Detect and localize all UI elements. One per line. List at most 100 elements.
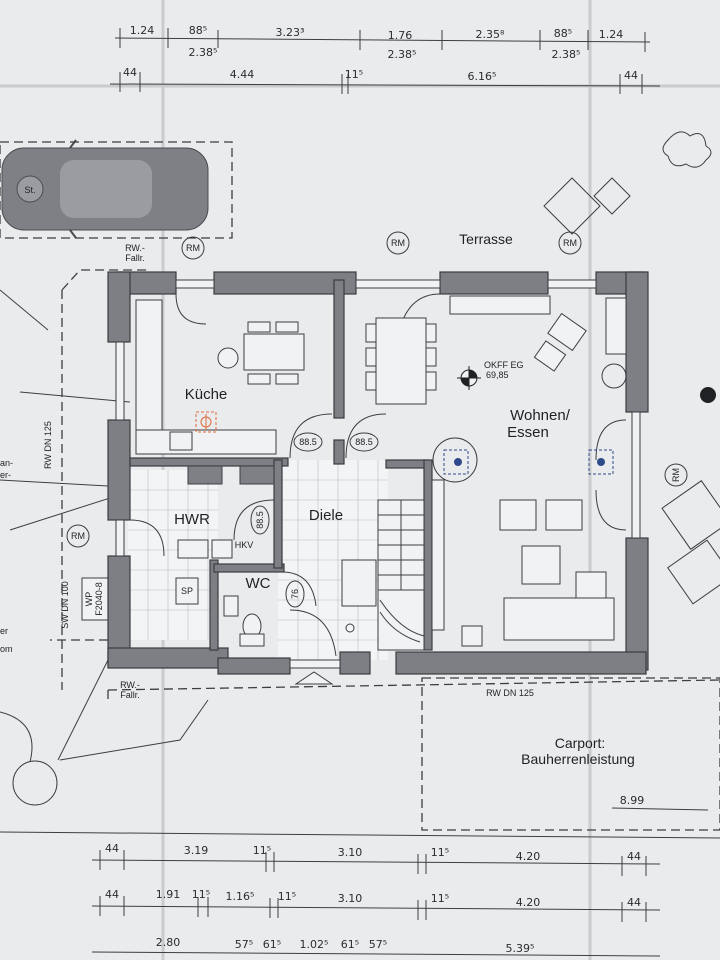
room-label-wc: WC bbox=[246, 575, 271, 592]
dim-label: 2.80 bbox=[156, 936, 181, 949]
dim-label: 44 bbox=[105, 842, 119, 855]
carport-outline bbox=[421, 677, 720, 831]
wc-fixtures bbox=[223, 595, 265, 647]
edge-text: er- bbox=[0, 470, 11, 480]
outlet-icon bbox=[432, 437, 478, 483]
sw-dn100-label: SW DN 100 bbox=[60, 581, 70, 629]
door-width-label: 88.5 bbox=[293, 432, 323, 452]
kitchen-furniture bbox=[135, 299, 305, 485]
rw-dn125-label: RW DN 125 bbox=[43, 421, 53, 469]
windows bbox=[115, 279, 641, 669]
dim-label: 11⁵ bbox=[345, 68, 363, 81]
rm-marker: RM bbox=[181, 236, 205, 260]
svg-text:RM: RM bbox=[391, 238, 405, 248]
dim-label: 5.39⁵ bbox=[506, 942, 535, 955]
svg-text:WP: WP bbox=[84, 592, 94, 607]
hwr-fixtures: SP HKV bbox=[175, 539, 254, 605]
dim-label: 2.38⁵ bbox=[388, 48, 417, 61]
dim-label: 3.10 bbox=[338, 846, 363, 859]
rm-marker: RM bbox=[66, 524, 90, 548]
dim-label: 1.24 bbox=[599, 28, 624, 41]
staircase bbox=[377, 499, 425, 651]
outlet-icon bbox=[588, 449, 614, 475]
sp-label: SP bbox=[181, 586, 193, 596]
svg-text:88.5: 88.5 bbox=[255, 511, 265, 529]
drainage-lines bbox=[0, 269, 209, 806]
room-label-wohnen: Wohnen/ bbox=[510, 407, 571, 424]
carport-dimension-line bbox=[611, 807, 709, 811]
dim-label: 88⁵ bbox=[189, 24, 207, 37]
svg-text:RM: RM bbox=[71, 531, 85, 541]
hkv-label: HKV bbox=[235, 540, 254, 550]
dim-label: 2.38⁵ bbox=[189, 46, 218, 59]
carport-width-label: 8.99 bbox=[620, 794, 645, 807]
top-dimension-chain: 1.24 88⁵ 3.23³ 1.76 2.35⁸ 88⁵ 1.24 2.38⁵… bbox=[114, 24, 651, 61]
top-dimension-chain-2: 44 4.44 11⁵ 6.16⁵ 44 bbox=[109, 66, 661, 94]
okff-label: OKFF EG bbox=[484, 360, 524, 370]
parking-outline bbox=[0, 141, 233, 239]
tree-icon bbox=[543, 131, 712, 235]
property-line bbox=[0, 831, 720, 839]
diele-furniture bbox=[341, 559, 377, 633]
dim-label: 4.20 bbox=[516, 896, 541, 909]
dim-label: 4.44 bbox=[230, 68, 255, 81]
dim-label: 44 bbox=[627, 850, 641, 863]
dim-label: 11⁵ bbox=[431, 892, 449, 905]
rw-fallrohr-label: Fallr. bbox=[125, 253, 145, 263]
dim-label: 1.76 bbox=[388, 29, 413, 42]
bottom-dimension-chain-3: 2.80 57⁵ 61⁵ 1.02⁵ 61⁵ 57⁵ 5.39⁵ bbox=[91, 936, 661, 957]
rm-marker: RM bbox=[558, 231, 582, 255]
dim-label: 11⁵ bbox=[253, 844, 271, 857]
door-width-label: 88.5 bbox=[250, 505, 270, 535]
dim-label: 1.91 bbox=[156, 888, 181, 901]
dim-label: 88⁵ bbox=[554, 27, 572, 40]
dim-label: 6.16⁵ bbox=[468, 70, 497, 83]
dim-label: 57⁵ bbox=[369, 938, 387, 951]
edge-text: er bbox=[0, 626, 8, 636]
location-marker-icon bbox=[195, 411, 217, 433]
dim-label: 3.10 bbox=[338, 892, 363, 905]
dim-label: 61⁵ bbox=[341, 938, 359, 951]
dim-label: 44 bbox=[627, 896, 641, 909]
dim-label: 3.19 bbox=[184, 844, 209, 857]
svg-text:88.5: 88.5 bbox=[299, 437, 317, 447]
carport-subtitle: Bauherrenleistung bbox=[521, 751, 635, 767]
dim-label: 44 bbox=[123, 66, 137, 79]
svg-text:76: 76 bbox=[290, 589, 300, 599]
svg-text:F2040-8: F2040-8 bbox=[94, 582, 104, 616]
room-label-diele: Diele bbox=[309, 507, 343, 524]
garden-furniture bbox=[661, 387, 720, 605]
dim-label: 11⁵ bbox=[278, 890, 296, 903]
dim-label: 61⁵ bbox=[263, 938, 281, 951]
svg-text:88.5: 88.5 bbox=[355, 437, 373, 447]
living-furniture bbox=[431, 297, 627, 647]
rm-marker: RM bbox=[386, 231, 410, 255]
dim-label: 1.02⁵ bbox=[300, 938, 329, 951]
rw-pipe-line bbox=[107, 679, 720, 691]
dim-label: 1.24 bbox=[130, 24, 155, 37]
stellplatz-label: St. bbox=[24, 185, 35, 195]
terrasse-label: Terrasse bbox=[459, 231, 513, 247]
svg-text:RM: RM bbox=[186, 243, 200, 253]
rm-marker: RM bbox=[664, 463, 688, 487]
room-label-essen: Essen bbox=[507, 424, 549, 441]
carport-title: Carport: bbox=[555, 735, 606, 751]
dim-label: 2.35⁸ bbox=[476, 28, 505, 41]
okff-value: 69,85 bbox=[486, 370, 509, 380]
door-width-label: 88.5 bbox=[349, 432, 379, 452]
dim-label: 3.23³ bbox=[276, 26, 305, 39]
dim-label: 11⁵ bbox=[192, 888, 210, 901]
door-width-label: 76 bbox=[285, 580, 305, 608]
bottom-dimension-chain-1: 44 3.19 11⁵ 3.10 11⁵ 4.20 44 bbox=[91, 842, 661, 876]
svg-text:RM: RM bbox=[563, 238, 577, 248]
dim-label: 4.20 bbox=[516, 850, 541, 863]
dining-furniture bbox=[365, 295, 587, 405]
dim-label: 2.38⁵ bbox=[552, 48, 581, 61]
rw-dn125-bottom-label: RW DN 125 bbox=[486, 688, 534, 698]
room-label-hwr: HWR bbox=[174, 511, 210, 528]
edge-text: an- bbox=[0, 458, 13, 468]
svg-text:RM: RM bbox=[671, 468, 681, 482]
edge-text: om bbox=[0, 644, 13, 654]
car-icon: St. bbox=[1, 139, 209, 239]
